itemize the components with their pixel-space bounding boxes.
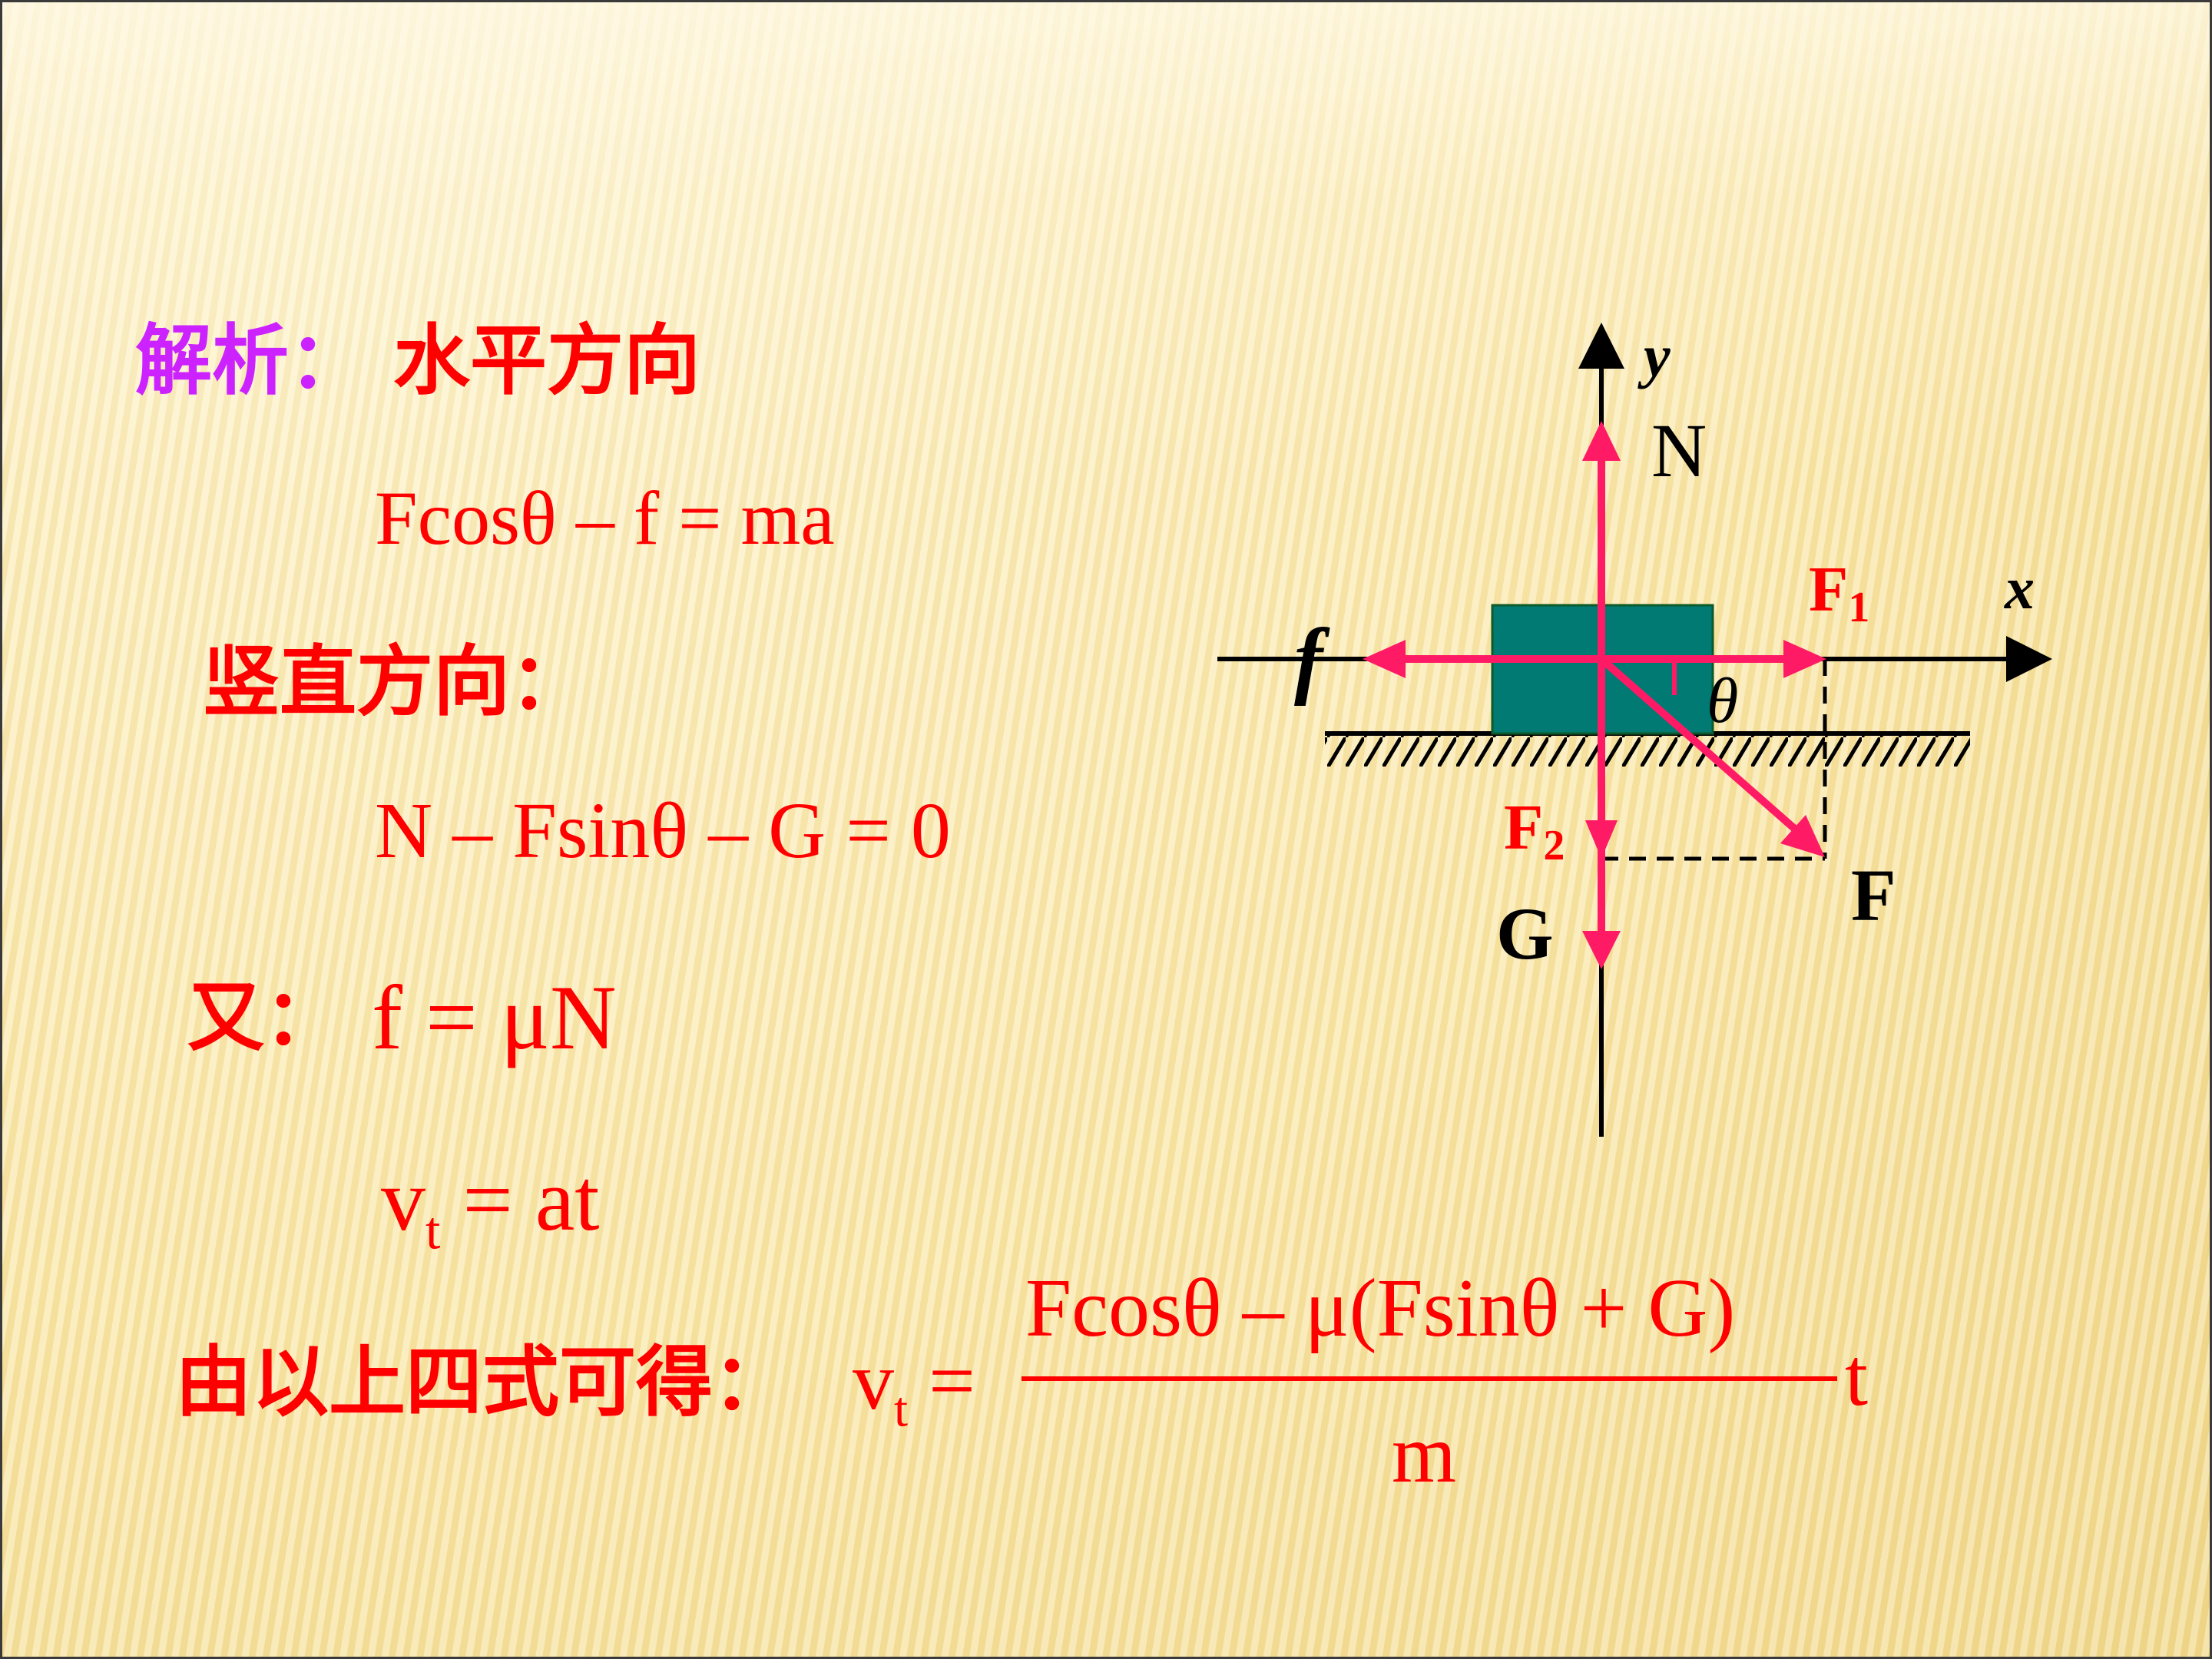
label-F1: F1 bbox=[1809, 554, 1869, 631]
force-F-arrow bbox=[1598, 656, 1825, 857]
force-G-arrow bbox=[1582, 659, 1621, 969]
label-G: G bbox=[1496, 892, 1554, 975]
label-y: y bbox=[1637, 323, 1671, 389]
result-velocity-symbol: v bbox=[853, 1336, 894, 1427]
velocity-equation: vt = at bbox=[381, 1156, 599, 1258]
velocity-symbol: v bbox=[381, 1151, 426, 1250]
result-denominator: m bbox=[1392, 1409, 1457, 1500]
label-F2-main: F bbox=[1504, 792, 1543, 863]
solution-label: 解析： bbox=[135, 316, 366, 406]
label-F: F bbox=[1851, 854, 1896, 936]
label-F1-sub: 1 bbox=[1848, 584, 1869, 631]
result-numerator: Fcosθ – μ(Fsinθ + G) bbox=[1025, 1263, 1736, 1354]
conclusion-label: 由以上四式可得： bbox=[175, 1337, 790, 1427]
result-lhs: vt = bbox=[853, 1340, 975, 1435]
force-N-arrow bbox=[1582, 421, 1621, 659]
label-F2-sub: 2 bbox=[1543, 822, 1565, 869]
label-theta: θ bbox=[1707, 665, 1738, 737]
label-F1-main: F bbox=[1809, 554, 1848, 625]
result-velocity-subscript: t bbox=[894, 1382, 909, 1438]
horizontal-direction-label: 水平方向 bbox=[393, 316, 700, 406]
ground-hatching bbox=[1325, 736, 1970, 767]
result-time-factor: t bbox=[1845, 1332, 1869, 1423]
vertical-direction-label: 竖直方向： bbox=[203, 637, 587, 727]
force-F1-arrow bbox=[1601, 640, 1826, 678]
velocity-subscript: t bbox=[426, 1201, 441, 1261]
horizontal-equation: Fcosθ – f = ma bbox=[375, 475, 835, 561]
velocity-rhs: = at bbox=[440, 1151, 600, 1250]
result-equals: = bbox=[908, 1336, 975, 1427]
force-F2-arrow bbox=[1585, 820, 1618, 859]
label-x: x bbox=[2004, 555, 2035, 621]
force-f-arrow bbox=[1363, 640, 1601, 678]
vertical-equation: N – Fsinθ – G = 0 bbox=[375, 786, 951, 875]
friction-equation: f = μN bbox=[372, 966, 617, 1068]
fraction-bar bbox=[1022, 1376, 1837, 1381]
label-N: N bbox=[1651, 408, 1707, 493]
label-F2: F2 bbox=[1504, 792, 1565, 869]
also-label: 又： bbox=[187, 972, 341, 1062]
